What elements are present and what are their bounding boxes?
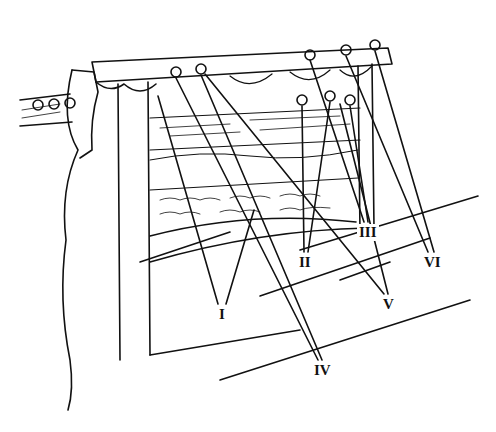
callout-number: II: [297, 254, 313, 271]
callout-number: VI: [422, 254, 443, 271]
callout-number: I: [217, 306, 227, 323]
callout-number: III: [357, 224, 379, 241]
callout-number: V: [381, 296, 396, 313]
callout-number: IV: [312, 362, 333, 379]
